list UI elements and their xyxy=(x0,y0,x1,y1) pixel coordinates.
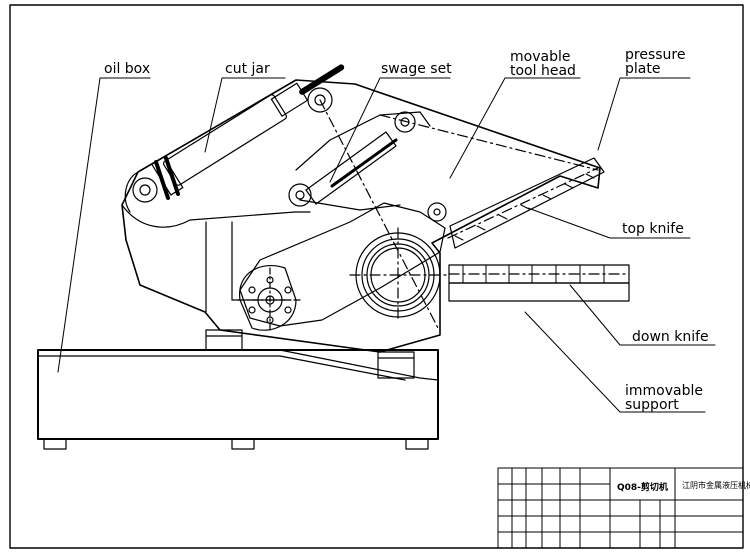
label-cut-jar: cut jar xyxy=(225,61,270,77)
label-top-knife: top knife xyxy=(622,221,684,237)
title-block-company: 江阴市金属液压机械厂 xyxy=(682,481,750,490)
swage-set xyxy=(305,99,439,329)
down-knife xyxy=(448,264,630,302)
drawing-border xyxy=(9,4,744,549)
top-knife xyxy=(447,157,605,249)
label-swage-set: swage set xyxy=(381,61,452,77)
label-down-knife: down knife xyxy=(632,329,709,345)
label-immovable-support-line1: immovable xyxy=(625,383,703,399)
title-block-model: Q08-剪切机 xyxy=(617,483,668,493)
movable-tool-head xyxy=(239,111,599,327)
machine-base xyxy=(205,329,415,379)
bolt-circle-hub xyxy=(237,264,303,333)
main-hub xyxy=(349,227,447,323)
pivot-pins xyxy=(132,87,447,222)
label-pressure-plate-line2: plate xyxy=(625,61,661,77)
label-immovable-support-line2: support xyxy=(625,397,679,413)
leader-lines xyxy=(57,77,716,413)
label-oil-box: oil box xyxy=(104,61,151,77)
title-block xyxy=(497,467,744,549)
label-pressure-plate-line1: pressure xyxy=(625,47,686,63)
label-movable-tool-head-line2: tool head xyxy=(510,63,576,79)
label-movable-tool-head-line1: movable xyxy=(510,49,571,65)
